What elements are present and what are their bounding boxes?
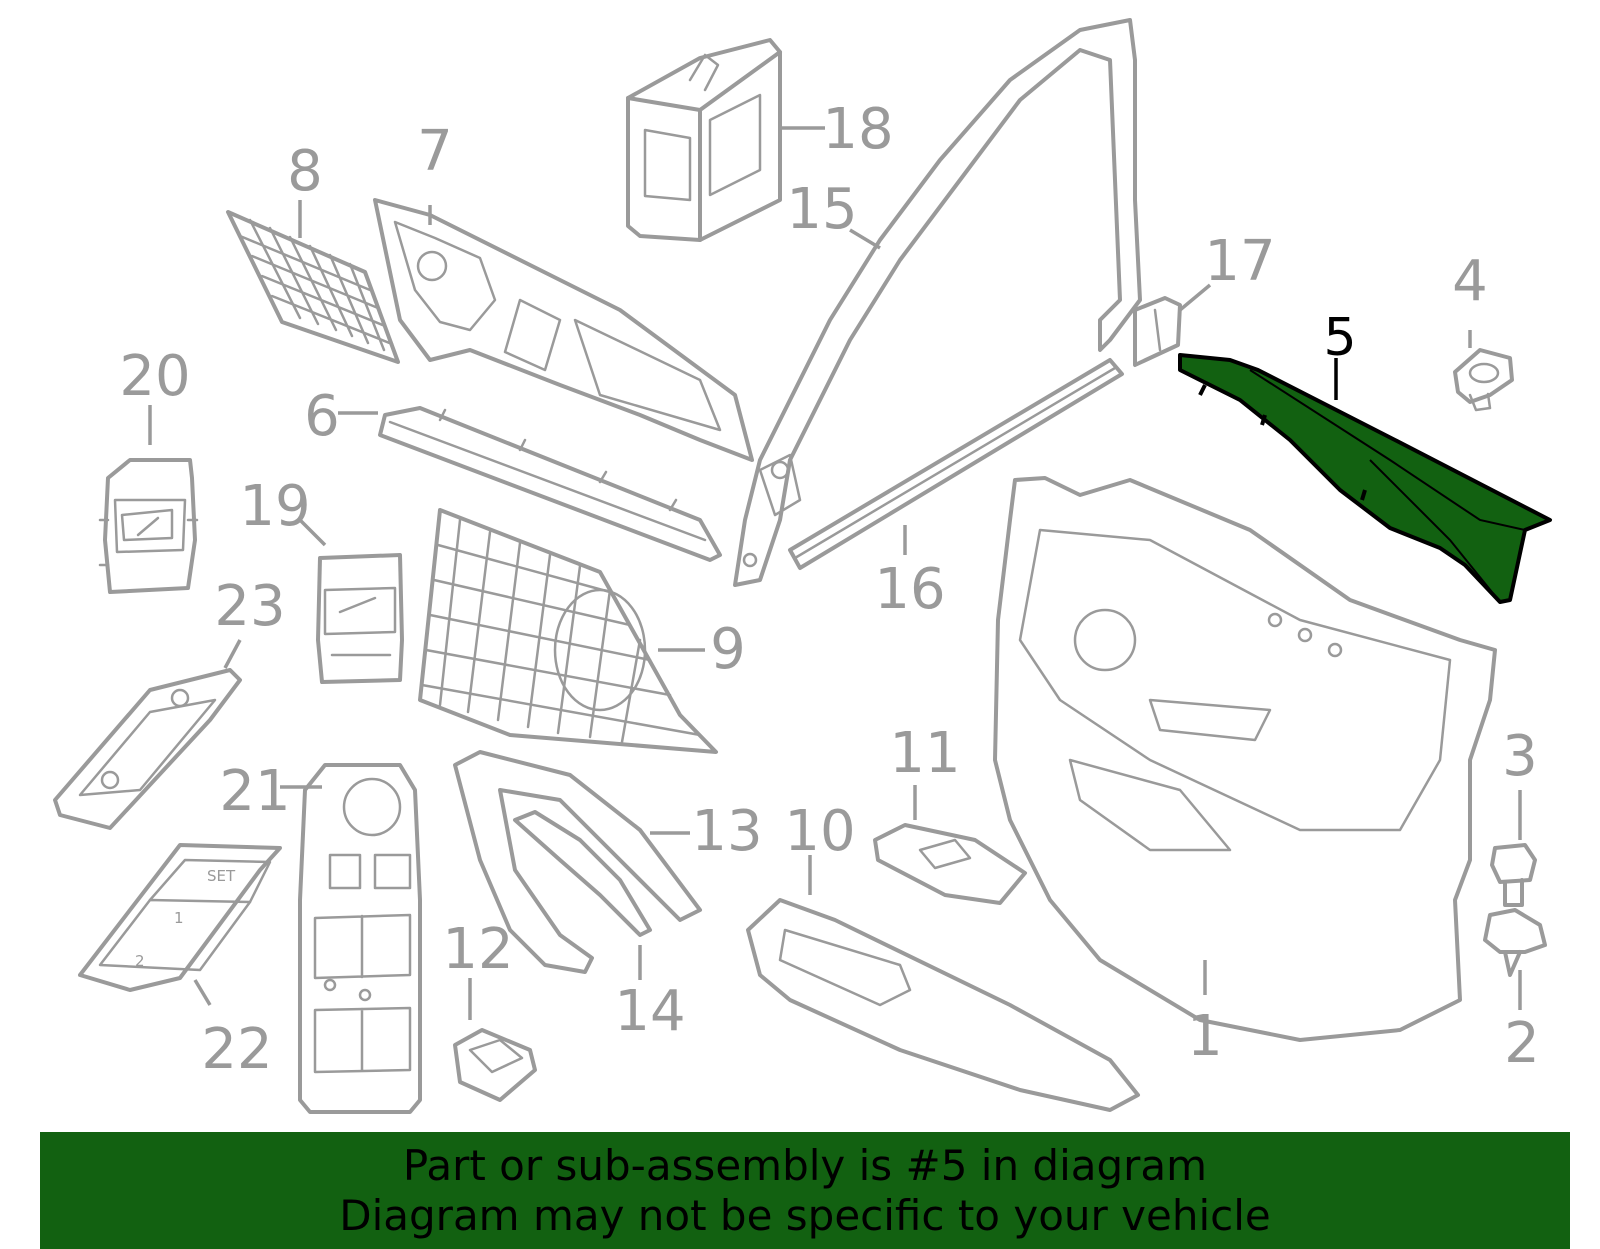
info-banner: Part or sub-assembly is #5 in diagram Di… <box>40 1132 1570 1249</box>
banner-line-1: Part or sub-assembly is #5 in diagram <box>402 1141 1208 1190</box>
callout-labels: 1 2 3 4 5 6 7 8 9 10 11 12 13 14 15 16 1… <box>119 97 1539 1082</box>
part-13-handle-trim <box>453 750 702 974</box>
part-20-switch <box>98 458 199 594</box>
callout-7: 7 <box>417 119 453 184</box>
part-15-pillar-trim <box>733 18 1142 587</box>
switch-label-1: 1 <box>174 909 184 927</box>
callout-21: 21 <box>219 759 290 824</box>
callout-19: 19 <box>239 474 310 539</box>
callout-16: 16 <box>874 557 945 622</box>
part-2-push-clip <box>1483 908 1547 977</box>
part-4-push-clip <box>1453 348 1514 412</box>
callout-17: 17 <box>1204 229 1275 294</box>
part-6-trim-strip <box>378 406 722 562</box>
callout-13: 13 <box>691 799 762 864</box>
callout-11: 11 <box>889 721 960 786</box>
leader-lines <box>148 126 1522 1020</box>
callout-12: 12 <box>442 917 513 982</box>
callout-8: 8 <box>287 139 323 204</box>
part-14-handle-trim <box>513 810 652 937</box>
callout-2: 2 <box>1504 1011 1540 1076</box>
part-8-grille <box>226 210 400 364</box>
part-18-control-module <box>626 38 782 242</box>
callout-22: 22 <box>201 1017 272 1082</box>
callout-4: 4 <box>1452 249 1488 314</box>
part-12-switch <box>453 1028 537 1102</box>
part-7-handle-bezel <box>373 198 754 462</box>
part-22-memory-switch: SET 1 2 <box>78 843 282 992</box>
callout-3: 3 <box>1502 724 1538 789</box>
part-1-door-panel <box>993 476 1497 1042</box>
callout-10: 10 <box>784 799 855 864</box>
part-9-speaker-grille <box>418 508 718 754</box>
part-23-switch-trim <box>53 668 242 830</box>
part-16-seal-strip <box>788 358 1124 570</box>
part-10-armrest-trim <box>746 898 1140 1112</box>
callout-5: 5 <box>1323 308 1356 368</box>
callout-6: 6 <box>304 384 340 449</box>
part-11-switch <box>873 823 1027 905</box>
callout-20: 20 <box>119 344 190 409</box>
callout-23: 23 <box>214 574 285 639</box>
banner-line-2: Diagram may not be specific to your vehi… <box>339 1191 1271 1240</box>
switch-label-2: 2 <box>135 952 145 970</box>
callout-9: 9 <box>710 617 746 682</box>
callout-1: 1 <box>1187 1004 1223 1069</box>
part-19-switch <box>316 553 404 684</box>
part-3-screw <box>1490 843 1537 907</box>
part-21-window-switch-panel <box>298 763 422 1114</box>
switch-label-set: SET <box>207 867 236 885</box>
callout-14: 14 <box>614 979 685 1044</box>
part-17-clip <box>1133 296 1182 367</box>
callout-18: 18 <box>822 97 893 162</box>
callout-15: 15 <box>786 177 857 242</box>
part-5-trim-highlighted <box>1178 353 1552 604</box>
